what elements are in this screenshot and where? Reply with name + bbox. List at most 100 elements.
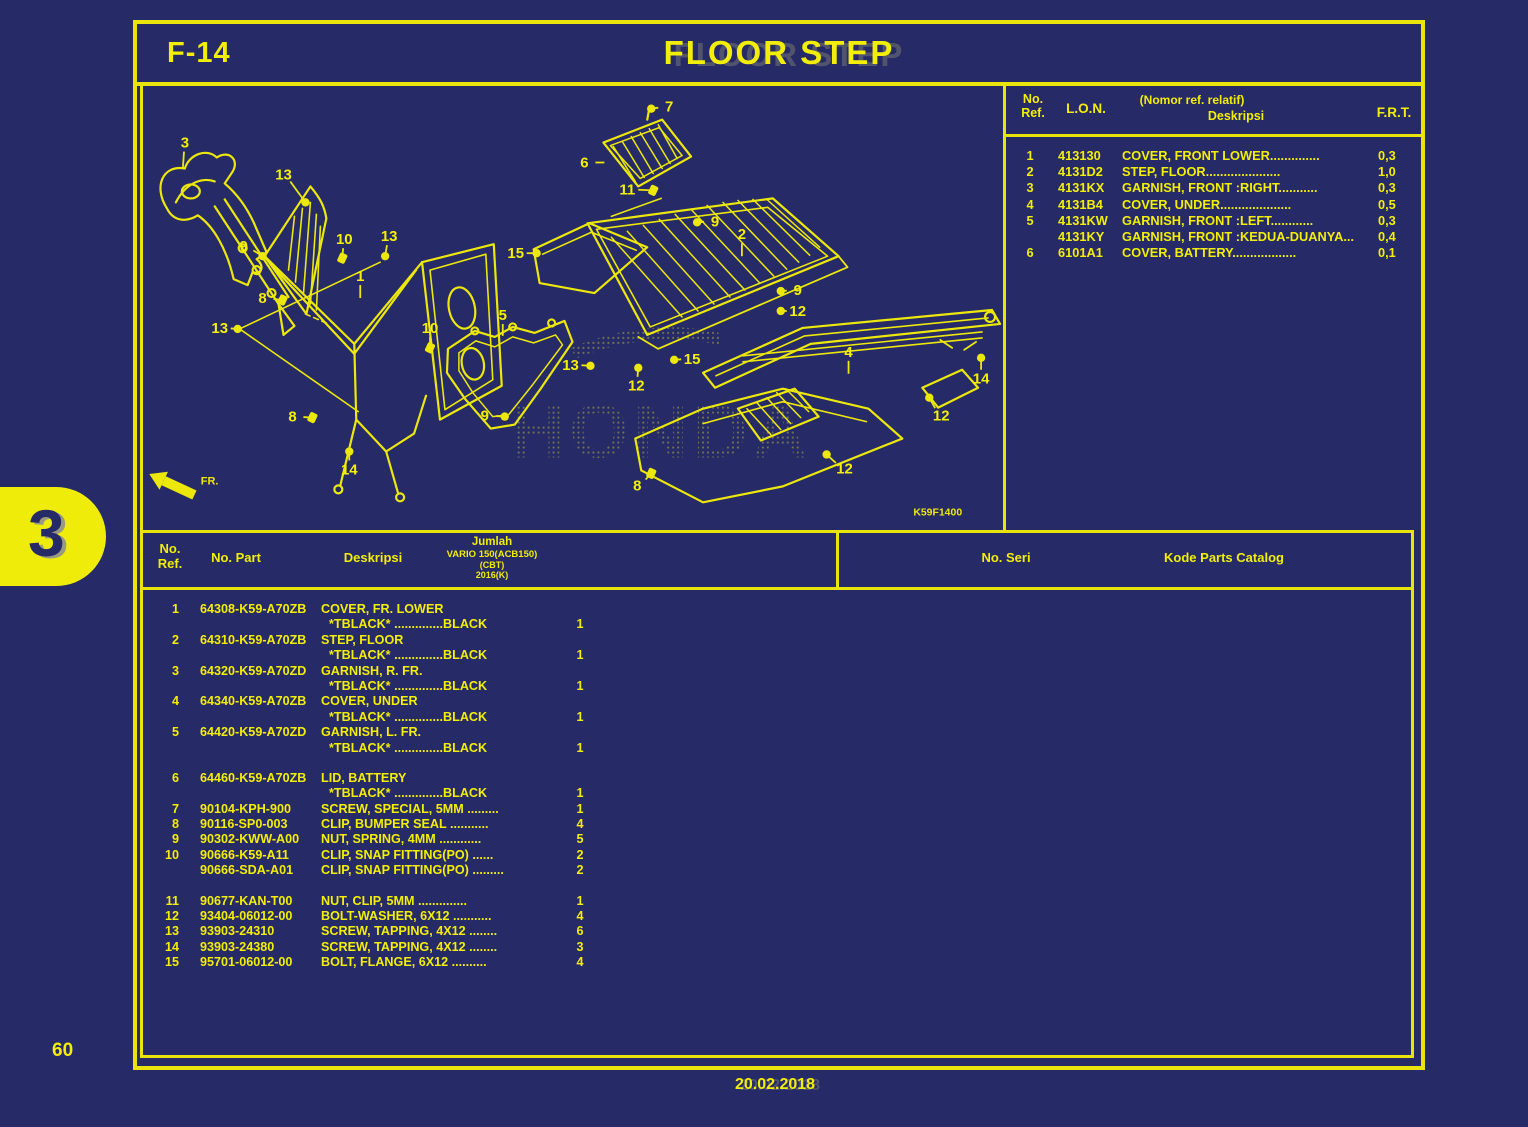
exploded-parts-diagram: HONDA bbox=[149, 99, 1002, 518]
part-number: 90302-KWW-A00 bbox=[200, 832, 300, 847]
lon-code: 413130 bbox=[1058, 148, 1101, 163]
ref-row: 1 413130 COVER, FRONT LOWER.............. 0… bbox=[1006, 148, 1421, 164]
quantity: 1 bbox=[576, 709, 584, 724]
frt-value: 0,1 bbox=[1378, 245, 1396, 261]
callout-3: 3 bbox=[181, 135, 189, 169]
callout-number: 13 bbox=[381, 228, 398, 245]
color-spec: *TBLACK* ..............BLACK bbox=[329, 648, 488, 663]
col-deskripsi: Deskripsi bbox=[1207, 109, 1265, 123]
callout-13: 13 bbox=[211, 320, 242, 337]
quantity: 1 bbox=[576, 893, 584, 908]
callout-5: 5 bbox=[499, 307, 507, 336]
callout-6: 6 bbox=[580, 154, 605, 171]
ref-no: 10 bbox=[164, 847, 179, 862]
part-number: 95701-06012-00 bbox=[200, 955, 293, 970]
bolt-icon bbox=[647, 104, 656, 113]
callout-number: 6 bbox=[580, 154, 588, 171]
callout-number: 13 bbox=[275, 166, 292, 183]
description: COVER, FR. LOWER bbox=[321, 602, 444, 616]
part-number: 93903-24310 bbox=[200, 924, 275, 939]
callout-13: 13 bbox=[381, 228, 398, 261]
quantity: 1 bbox=[576, 801, 584, 816]
callout-number: 8 bbox=[633, 477, 641, 494]
description: SCREW, SPECIAL, 5MM ......... bbox=[321, 801, 499, 816]
description: COVER, FRONT LOWER.............. bbox=[1122, 148, 1320, 163]
callout-number: 11 bbox=[619, 181, 635, 198]
fr-arrow-icon: FR. bbox=[149, 471, 218, 500]
col-no-ref: No. Ref. bbox=[1021, 92, 1045, 120]
callout-number: 13 bbox=[562, 357, 579, 374]
col-kode-parts-catalog: Kode Parts Catalog bbox=[1164, 550, 1284, 565]
page-date: 20.02.2018 bbox=[734, 1076, 816, 1093]
part-lid-battery bbox=[602, 107, 693, 188]
ref-no: 3 bbox=[171, 663, 179, 678]
part-number: 90104-KPH-900 bbox=[200, 801, 292, 816]
color-spec: *TBLACK* ..............BLACK bbox=[329, 786, 488, 801]
ref-no: 1 bbox=[1026, 148, 1034, 163]
quantity: 1 bbox=[576, 648, 584, 663]
lon-code: 4131KY bbox=[1058, 228, 1105, 244]
clip-icon bbox=[646, 467, 657, 479]
callout-number: 13 bbox=[211, 320, 228, 337]
clip-icon bbox=[648, 184, 659, 196]
ref-table: No. Ref. L.O.N. (Nomor ref. relatif) Des… bbox=[1006, 86, 1421, 530]
frt-value: 0,3 bbox=[1378, 212, 1396, 228]
ref-no: 13 bbox=[164, 924, 179, 939]
lon-code: 4131B4 bbox=[1058, 196, 1103, 212]
col-jumlah: Jumlah VARIO 150(ACB150) (CBT) 2016(K) bbox=[446, 536, 538, 580]
ref-no: 8 bbox=[171, 817, 179, 832]
ref-no: 3 bbox=[1026, 180, 1034, 196]
col-frt: F.R.T. bbox=[1376, 105, 1412, 120]
callout-9: 9 bbox=[239, 238, 267, 261]
ref-no: 2 bbox=[1026, 164, 1034, 180]
ref-no: 7 bbox=[171, 801, 179, 816]
callout-number: 12 bbox=[789, 303, 806, 320]
callout-number: 2 bbox=[738, 226, 746, 243]
callout-number: 10 bbox=[422, 320, 439, 337]
bolt-icon bbox=[776, 306, 785, 316]
ref-no: 5 bbox=[1026, 212, 1034, 228]
callout-12: 12 bbox=[776, 303, 806, 320]
bolt-icon bbox=[976, 353, 986, 363]
description: STEP, FLOOR bbox=[321, 632, 404, 647]
callout-12: 12 bbox=[628, 363, 645, 395]
bolt-icon bbox=[258, 251, 267, 261]
col-no-ref: No. Ref. bbox=[157, 541, 183, 571]
callout-number: 15 bbox=[684, 351, 701, 368]
description: GARNISH, R. FR. bbox=[321, 663, 423, 678]
callout-number: 15 bbox=[507, 245, 524, 262]
color-spec: *TBLACK* ..............BLACK bbox=[329, 678, 488, 693]
ref-no: 6 bbox=[1026, 245, 1034, 261]
description: CLIP, SNAP FITTING(PO) ......... bbox=[321, 863, 504, 878]
frt-value: 0,3 bbox=[1378, 148, 1396, 163]
page-header: F-14 FLOOR STEP bbox=[137, 24, 1421, 86]
parts-table: No. Ref. No. Part Deskripsi Jumlah VARIO… bbox=[140, 530, 1414, 1058]
frt-value: 0,4 bbox=[1378, 228, 1396, 244]
description: COVER, BATTERY.................. bbox=[1122, 245, 1297, 261]
callout-15: 15 bbox=[669, 351, 701, 368]
callout-2: 2 bbox=[738, 226, 746, 257]
description: NUT, SPRING, 4MM ............ bbox=[321, 832, 482, 847]
callout-number: 7 bbox=[665, 99, 673, 116]
description: GARNISH, L. FR. bbox=[321, 725, 422, 740]
callout-8: 8 bbox=[288, 409, 318, 426]
ref-no: 4 bbox=[171, 694, 179, 709]
clip-icon bbox=[277, 294, 288, 306]
row-gap bbox=[143, 756, 1411, 771]
callout-number: 9 bbox=[481, 408, 489, 425]
bolt-icon bbox=[586, 361, 595, 370]
part-number: 93404-06012-00 bbox=[200, 909, 293, 924]
part-garnish-right-front bbox=[159, 151, 296, 337]
callout-12: 12 bbox=[925, 393, 950, 425]
callout-10: 10 bbox=[336, 231, 353, 264]
diagram-box: HONDA bbox=[140, 86, 1006, 530]
